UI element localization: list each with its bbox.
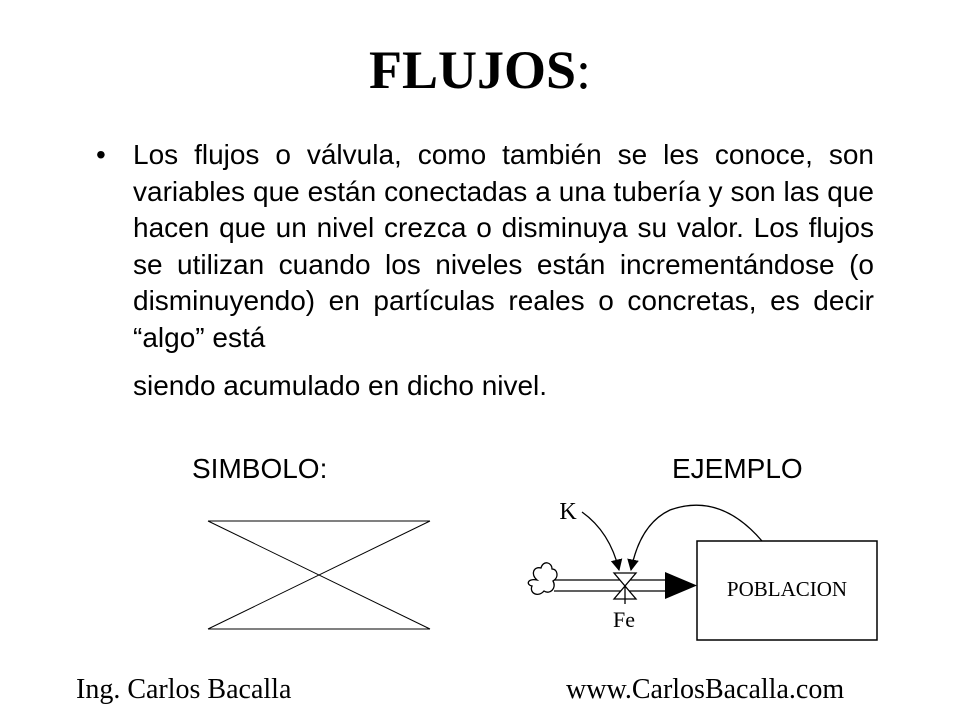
cloud-source-icon <box>527 562 558 595</box>
pipe-icon <box>554 579 668 592</box>
symbol-label: SIMBOLO: <box>192 453 328 484</box>
bullet-text: Los flujos o válvula, como también se le… <box>133 137 874 405</box>
flow-fe-label: Fe <box>613 607 635 632</box>
slide-title-text: FLUJOS <box>368 40 577 100</box>
flow-symbol-icon <box>207 520 431 630</box>
footer-website[interactable]: www.CarlosBacalla.com <box>566 674 845 705</box>
stock-box <box>696 540 878 641</box>
valve-icon <box>612 572 638 604</box>
bullet-paragraph: • Los flujos o válvula, como también se … <box>88 137 874 405</box>
stock-label: POBLACION <box>727 577 847 601</box>
feedback-arrow <box>627 504 763 572</box>
example-diagram: POBLACION K Fe <box>527 499 878 641</box>
slide-title: FLUJOS: <box>0 38 960 102</box>
pipe-arrowhead-icon <box>665 572 697 599</box>
bullet-marker: • <box>96 139 106 170</box>
bullet-text-main: Los flujos o válvula, como también se le… <box>133 139 874 353</box>
footer-author: Ing. Carlos Bacalla <box>76 674 292 705</box>
example-label: EJEMPLO <box>672 453 803 484</box>
bullet-text-last-line: siendo acumulado en dicho nivel. <box>133 370 548 401</box>
slide-title-colon: : <box>576 40 592 100</box>
constant-k-label: K <box>559 499 577 525</box>
k-to-valve-arrow <box>581 511 623 572</box>
